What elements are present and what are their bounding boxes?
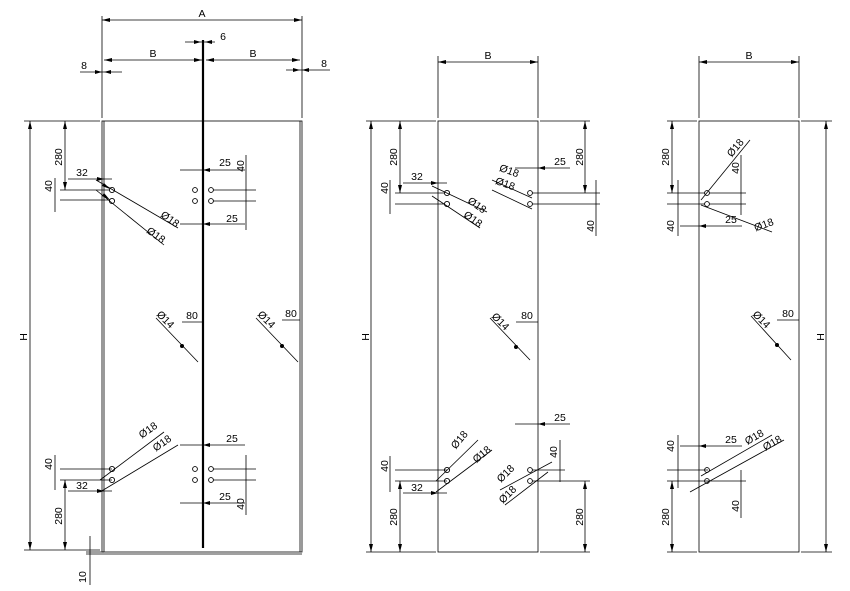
dim-label-280: 280 [388,508,400,526]
dim-label-8-right: 8 [321,58,327,70]
single-door-right-view: B H 280 40 Ø18 Ø18 40 25 80 Ø14 [660,50,832,553]
dim-label-h: H [815,333,827,341]
hinge-hole [208,198,214,204]
dim-label-b: B [484,50,491,62]
dim-label-25: 25 [725,434,737,446]
dia14-label: Ø14 [255,309,278,332]
dia18-label: Ø18 [495,463,518,486]
dim-label-280: 280 [388,148,400,166]
dim-label-80: 80 [782,308,794,320]
dim-label-40-bottom: 40 [43,458,55,470]
dim-label-280: 280 [574,508,586,526]
dia14-label: Ø14 [750,309,773,332]
hinge-hole [192,198,198,204]
dim-label-280-top: 280 [53,148,65,166]
dim-label-b-left: B [149,48,156,60]
hinge-hole [527,478,533,484]
dim-label-32: 32 [411,482,423,494]
double-door-view: A B B 6 8 8 H 280 [18,8,330,585]
dim-label-25: 25 [554,156,566,168]
single-door-outline [437,120,539,553]
dim-label-40: 40 [235,498,247,510]
hinge-hole [208,187,214,193]
dim-label-6: 6 [220,31,226,43]
hinge-hole [192,466,198,472]
dim-label-8-left: 8 [81,60,87,72]
dim-label-h: H [18,333,30,341]
dim-label-10: 10 [77,571,89,583]
dia18-label: Ø18 [497,484,520,507]
single-door-outline [698,120,800,553]
dim-label-25: 25 [219,491,231,503]
dim-label-80: 80 [186,310,198,322]
dim-label-80: 80 [285,308,297,320]
dim-label-25: 25 [226,433,238,445]
hinge-hole [527,190,533,196]
hinge-hole [527,467,533,473]
dim-label-40: 40 [379,460,391,472]
dim-label-a: A [198,8,205,20]
dim-label-280: 280 [660,508,672,526]
handle-hole [180,344,184,348]
dim-label-280-bottom: 280 [53,507,65,525]
dim-label-h: H [360,333,372,341]
dim-label-b-right: B [249,48,256,60]
dim-label-b: B [745,50,752,62]
dim-label-40: 40 [379,182,391,194]
dim-label-25: 25 [219,157,231,169]
dim-label-40: 40 [665,220,677,232]
dia18-label: Ø18 [151,433,174,454]
dim-label-280: 280 [574,148,586,166]
hinge-hole [192,477,198,483]
dia14-label: Ø14 [489,311,512,334]
hinge-hole [208,477,214,483]
hinge-hole [704,201,710,207]
hinge-hole [208,466,214,472]
dim-label-40: 40 [665,440,677,452]
dim-label-40: 40 [235,160,247,172]
dim-label-40: 40 [548,446,560,458]
dia14-label: Ø14 [154,309,177,332]
dim-label-280: 280 [660,148,672,166]
dim-label-40: 40 [585,220,597,232]
hinge-hole [192,187,198,193]
dia18-label: Ø18 [158,209,181,230]
dim-label-80: 80 [521,310,533,322]
single-door-left-view: B H 280 40 32 Ø18 Ø18 Ø18 Ø18 280 [360,50,600,553]
dim-label-40: 40 [730,500,742,512]
dim-label-40-top: 40 [43,180,55,192]
hinge-hole [527,201,533,207]
dim-label-32-top: 32 [76,167,88,179]
dia18-label: Ø18 [144,225,167,246]
dim-label-40: 40 [730,162,742,174]
dia18-label: Ø18 [449,428,471,451]
dia18-label: Ø18 [471,444,494,466]
handle-hole [280,344,284,348]
dim-label-25: 25 [725,214,737,226]
dia18-label: Ø18 [725,136,747,159]
dim-label-32-bottom: 32 [76,480,88,492]
dim-label-25: 25 [226,213,238,225]
dim-label-32: 32 [411,171,423,183]
dim-label-25: 25 [554,412,566,424]
dia18-label: Ø18 [753,216,776,234]
